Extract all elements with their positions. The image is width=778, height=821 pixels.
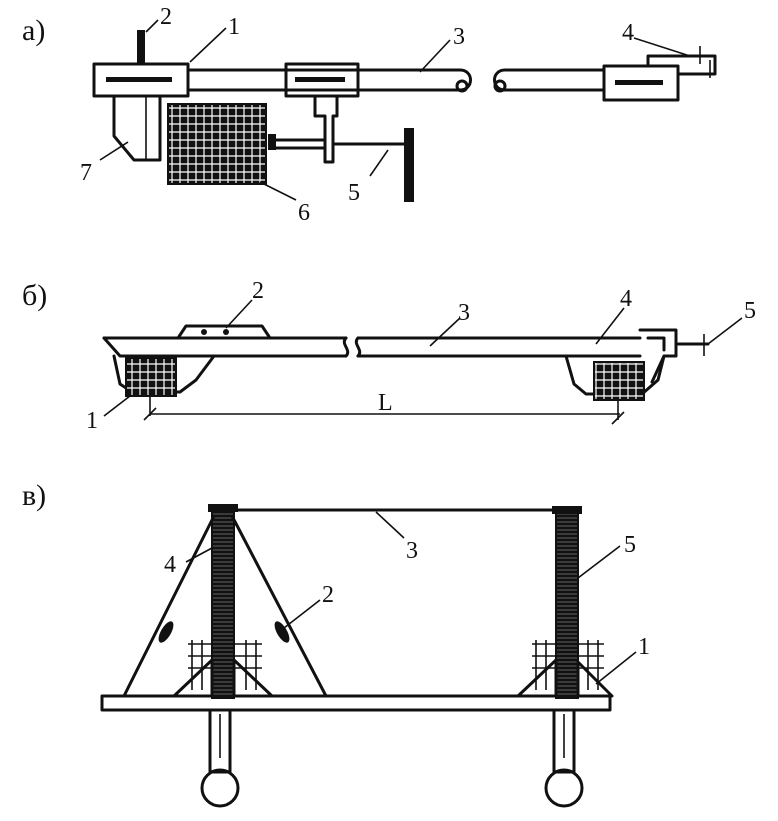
panel-a: а) bbox=[22, 4, 717, 226]
panel-b-dimension bbox=[143, 407, 625, 425]
panel-c-label-5: 5 bbox=[624, 532, 636, 558]
panel-a-mesh-6 bbox=[167, 103, 267, 185]
panel-b-left-truck bbox=[112, 354, 216, 416]
panel-a-bracket-7 bbox=[112, 94, 162, 162]
panel-a-post-2 bbox=[137, 30, 145, 64]
panel-b-label-1: 1 bbox=[86, 408, 98, 434]
panel-c-leaders bbox=[185, 511, 637, 685]
panel-b-right-truck bbox=[564, 354, 666, 420]
panel-c-label-3: 3 bbox=[406, 538, 418, 564]
panel-c-legs bbox=[200, 708, 584, 808]
panel-a-label-4: 4 bbox=[622, 20, 634, 46]
panel-a-label-5: 5 bbox=[348, 180, 360, 206]
panel-a-title: а) bbox=[22, 14, 45, 47]
panel-c-left-wheel bbox=[200, 768, 240, 808]
panel-b-span-label: L bbox=[378, 390, 393, 416]
panel-c-left-base bbox=[172, 640, 274, 698]
panel-c: в) bbox=[22, 479, 650, 808]
panel-c-label-2: 2 bbox=[322, 582, 334, 608]
panel-c-label-4: 4 bbox=[164, 552, 176, 578]
panel-c-title: в) bbox=[22, 479, 46, 512]
panel-c-left-mast-4 bbox=[208, 504, 238, 699]
panel-b-label-3: 3 bbox=[458, 300, 470, 326]
panel-a-label-7: 7 bbox=[80, 160, 92, 186]
panel-a-carriage-middle bbox=[284, 62, 360, 164]
panel-b-end-clamp bbox=[638, 328, 710, 384]
panel-c-label-1: 1 bbox=[638, 634, 650, 660]
panel-b-label-5: 5 bbox=[744, 298, 756, 324]
panel-a-label-6: 6 bbox=[298, 200, 310, 226]
panel-a-leaders bbox=[99, 19, 691, 201]
panel-b-label-2: 2 bbox=[252, 278, 264, 304]
panel-b-beam bbox=[102, 336, 642, 358]
panel-a-carriage-1 bbox=[92, 62, 190, 98]
panel-c-platform bbox=[100, 694, 612, 712]
panel-a-label-3: 3 bbox=[453, 24, 465, 50]
panel-b-title: б) bbox=[22, 279, 47, 312]
panel-b-leaders bbox=[103, 299, 743, 417]
panel-c-right-wheel bbox=[544, 768, 584, 808]
panel-b: б) bbox=[22, 278, 756, 434]
panel-a-label-1: 1 bbox=[228, 14, 240, 40]
panel-a-rail bbox=[186, 68, 606, 93]
panel-a-end-carriage bbox=[602, 46, 717, 102]
panel-c-right-mast-5 bbox=[552, 506, 582, 699]
panel-c-guy-ropes-2 bbox=[122, 514, 328, 698]
panel-a-clamp-5 bbox=[268, 128, 414, 202]
panel-a-label-2: 2 bbox=[160, 4, 172, 30]
panel-b-label-4: 4 bbox=[620, 286, 632, 312]
panel-b-hoist-2 bbox=[176, 324, 272, 340]
panel-c-right-base-1 bbox=[516, 640, 614, 698]
